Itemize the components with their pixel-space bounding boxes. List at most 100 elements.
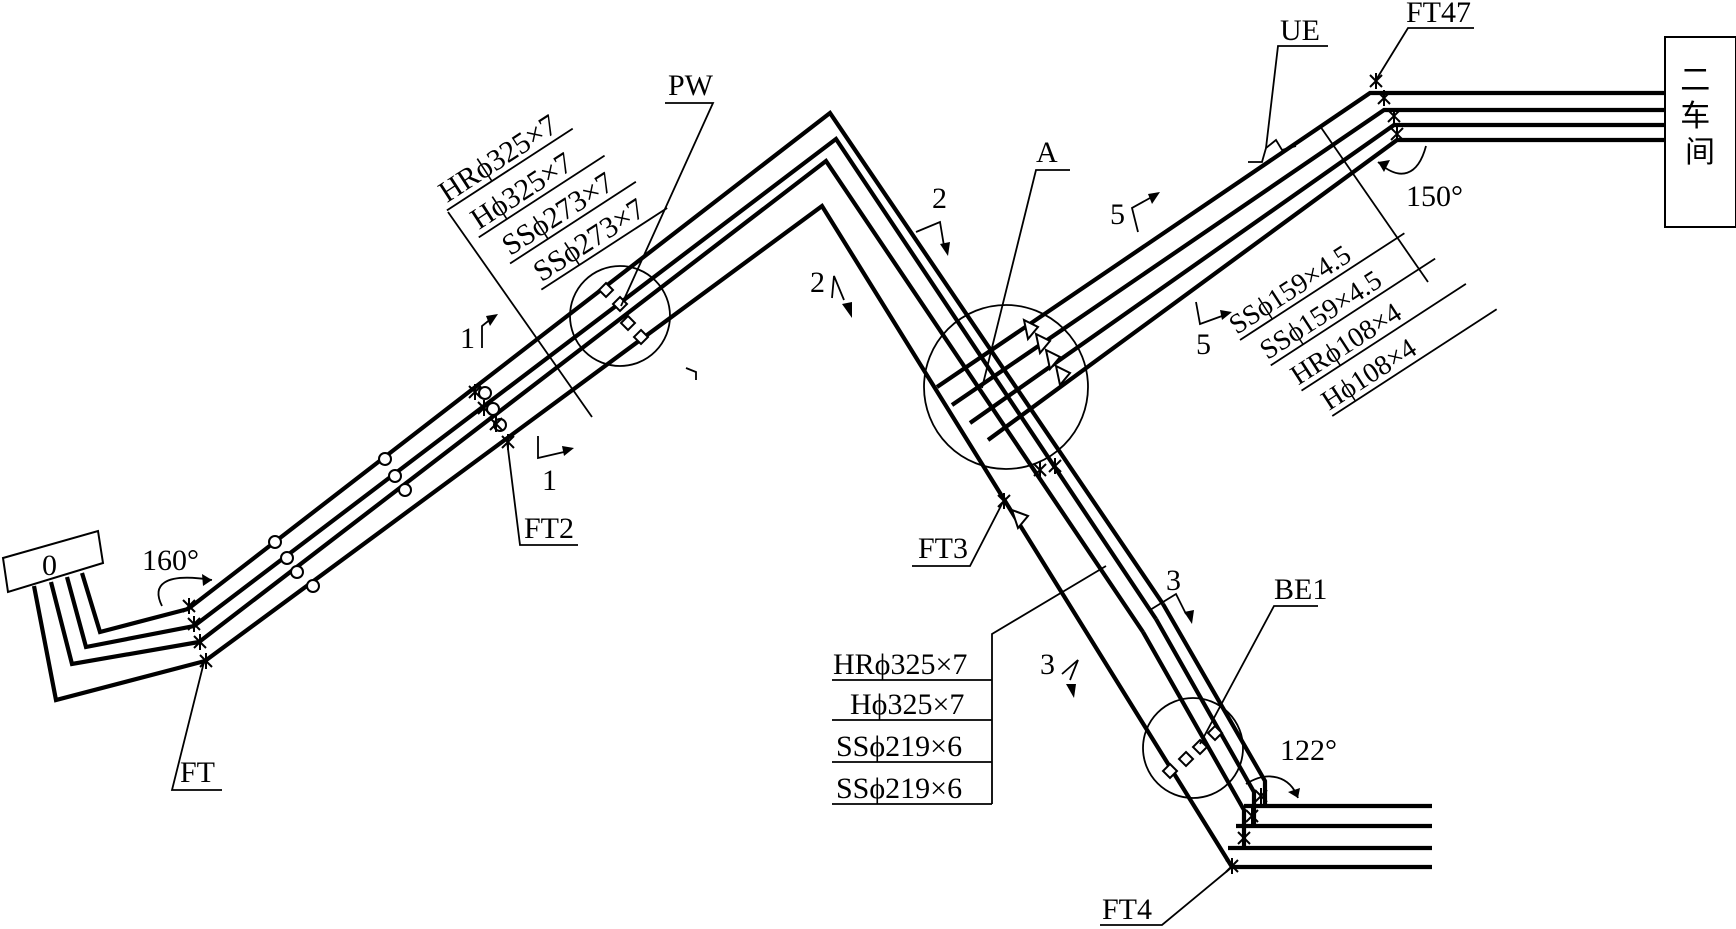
section-1-top: 1	[460, 314, 498, 355]
section-2-top: 2	[915, 182, 950, 256]
branch-line-1	[935, 90, 1665, 389]
support-marker	[378, 452, 392, 466]
workshop-char-1: 二	[1680, 63, 1710, 98]
diamond-marker	[632, 328, 650, 346]
spec-table-2-leader	[991, 565, 1107, 804]
section-1-top-label: 1	[460, 322, 475, 355]
support-marker	[486, 402, 500, 416]
fixed-point-marker	[489, 416, 503, 432]
spec-2-row-3: SSϕ219×6	[836, 730, 962, 763]
fixed-point-marker	[1369, 73, 1383, 89]
angle-150-label: 150°	[1406, 180, 1463, 213]
spec-table-1: HRϕ325×7 Hϕ325×7 SSϕ273×7 SSϕ273×7	[433, 108, 668, 418]
spec-table-3-rows: SSϕ159×4.5 SSϕ159×4.5 HRϕ108×4 Hϕ108×4	[1224, 232, 1498, 417]
spec-table-2: HRϕ325×7 Hϕ325×7 SSϕ219×6 SSϕ219×6	[832, 565, 1107, 805]
angle-122: 122°	[1245, 734, 1337, 799]
fixed-point-marker	[1254, 788, 1268, 804]
callout-ft: FT	[170, 661, 222, 791]
tee-marker	[1022, 318, 1040, 342]
spec-2-row-4: SSϕ219×6	[836, 772, 962, 805]
tee-marker	[1034, 332, 1052, 356]
source-box-label: 0	[42, 549, 57, 582]
fixed-point-marker	[1390, 126, 1404, 142]
pw-detail-circle	[569, 265, 671, 367]
fixed-point-marker	[1237, 830, 1251, 846]
callout-ft47-label: FT47	[1406, 0, 1471, 29]
diamond-marker	[597, 281, 615, 299]
spec-table-3: SSϕ159×4.5 SSϕ159×4.5 HRϕ108×4 Hϕ108×4	[1224, 125, 1498, 417]
spec-table-1-leader	[447, 211, 593, 418]
tee-marker	[1044, 348, 1062, 372]
fixed-point-marker	[193, 634, 207, 650]
section-3-bottom-label: 3	[1040, 648, 1055, 681]
callout-ue: UE	[1265, 14, 1328, 149]
be1-detail-circle	[1142, 697, 1244, 799]
pipe-riser-1	[1161, 602, 1268, 806]
callout-ft2-label: FT2	[524, 512, 574, 545]
branch-line-2	[950, 107, 1665, 407]
angle-160-label: 160°	[142, 544, 199, 577]
support-marker	[290, 565, 304, 579]
fixed-point-marker	[1387, 108, 1401, 124]
section-2-top-label: 2	[932, 182, 947, 215]
section-5-bottom-label: 5	[1196, 328, 1211, 361]
tick-mark	[685, 367, 697, 380]
section-5-bottom: 5	[1195, 301, 1232, 361]
diamond-marker	[1177, 750, 1195, 768]
callout-ft47: FT47	[1375, 0, 1474, 81]
support-marker	[306, 579, 320, 593]
spec-2-row-2: Hϕ325×7	[850, 688, 964, 721]
tee-marker	[1054, 364, 1072, 388]
section-3-top-label: 3	[1166, 564, 1181, 597]
fixed-point-markers	[182, 73, 1404, 874]
support-marker	[398, 483, 412, 497]
callout-pw: PW	[620, 69, 715, 307]
fixed-point-marker	[477, 400, 491, 416]
workshop-char-3: 间	[1685, 135, 1715, 170]
diamond-marker	[1206, 724, 1224, 742]
diamond-marker	[619, 314, 637, 332]
spec-2-row-1: HRϕ325×7	[833, 648, 967, 681]
callout-ft-label: FT	[180, 756, 215, 789]
ue-expansion-joint	[1248, 138, 1297, 163]
fixed-point-marker	[187, 616, 201, 632]
fixed-point-marker	[1245, 808, 1259, 824]
pw-diamonds	[597, 281, 650, 346]
fixed-point-marker	[1377, 90, 1391, 106]
callout-a: A	[981, 136, 1070, 389]
support-marker	[280, 551, 294, 565]
spec-table-1-rows: HRϕ325×7 Hϕ325×7 SSϕ273×7 SSϕ273×7	[433, 108, 668, 291]
fixed-point-marker	[1048, 458, 1062, 474]
angle-150: 150°	[1377, 145, 1463, 213]
fixed-point-marker	[1033, 462, 1047, 478]
fixed-point-marker	[199, 653, 213, 669]
callout-ft4-label: FT4	[1102, 893, 1152, 926]
diamond-marker	[1161, 762, 1179, 780]
workshop-char-2: 车	[1680, 99, 1710, 134]
callout-be1-label: BE1	[1274, 573, 1327, 606]
callout-ue-label: UE	[1280, 14, 1320, 47]
fixed-point-marker	[468, 384, 482, 400]
pipe-bundle	[31, 109, 1432, 870]
section-3-top: 3	[1149, 564, 1194, 624]
pipe-riser-2	[1154, 617, 1257, 826]
workshop-box: 二 车 间	[1664, 36, 1736, 228]
spec-table-3-leader	[1319, 125, 1429, 283]
branch-bundle	[935, 90, 1665, 442]
section-5-top: 5	[1110, 192, 1160, 233]
section-1-bottom-label: 1	[542, 464, 557, 497]
callout-ft2: FT2	[506, 440, 578, 546]
callout-ft3-label: FT3	[918, 532, 968, 565]
a-tee-markers	[1010, 318, 1072, 531]
callout-ft4: FT4	[1100, 866, 1233, 926]
angle-122-label: 122°	[1280, 734, 1337, 767]
branch-line-3	[968, 122, 1665, 425]
fixed-point-marker	[182, 598, 196, 614]
tee-marker	[1010, 508, 1030, 531]
section-2-bottom: 2	[810, 266, 852, 318]
a-detail-circle	[923, 304, 1089, 470]
support-marker	[388, 469, 402, 483]
section-1-bottom: 1	[537, 436, 574, 497]
pipe-riser-3	[1141, 630, 1247, 848]
